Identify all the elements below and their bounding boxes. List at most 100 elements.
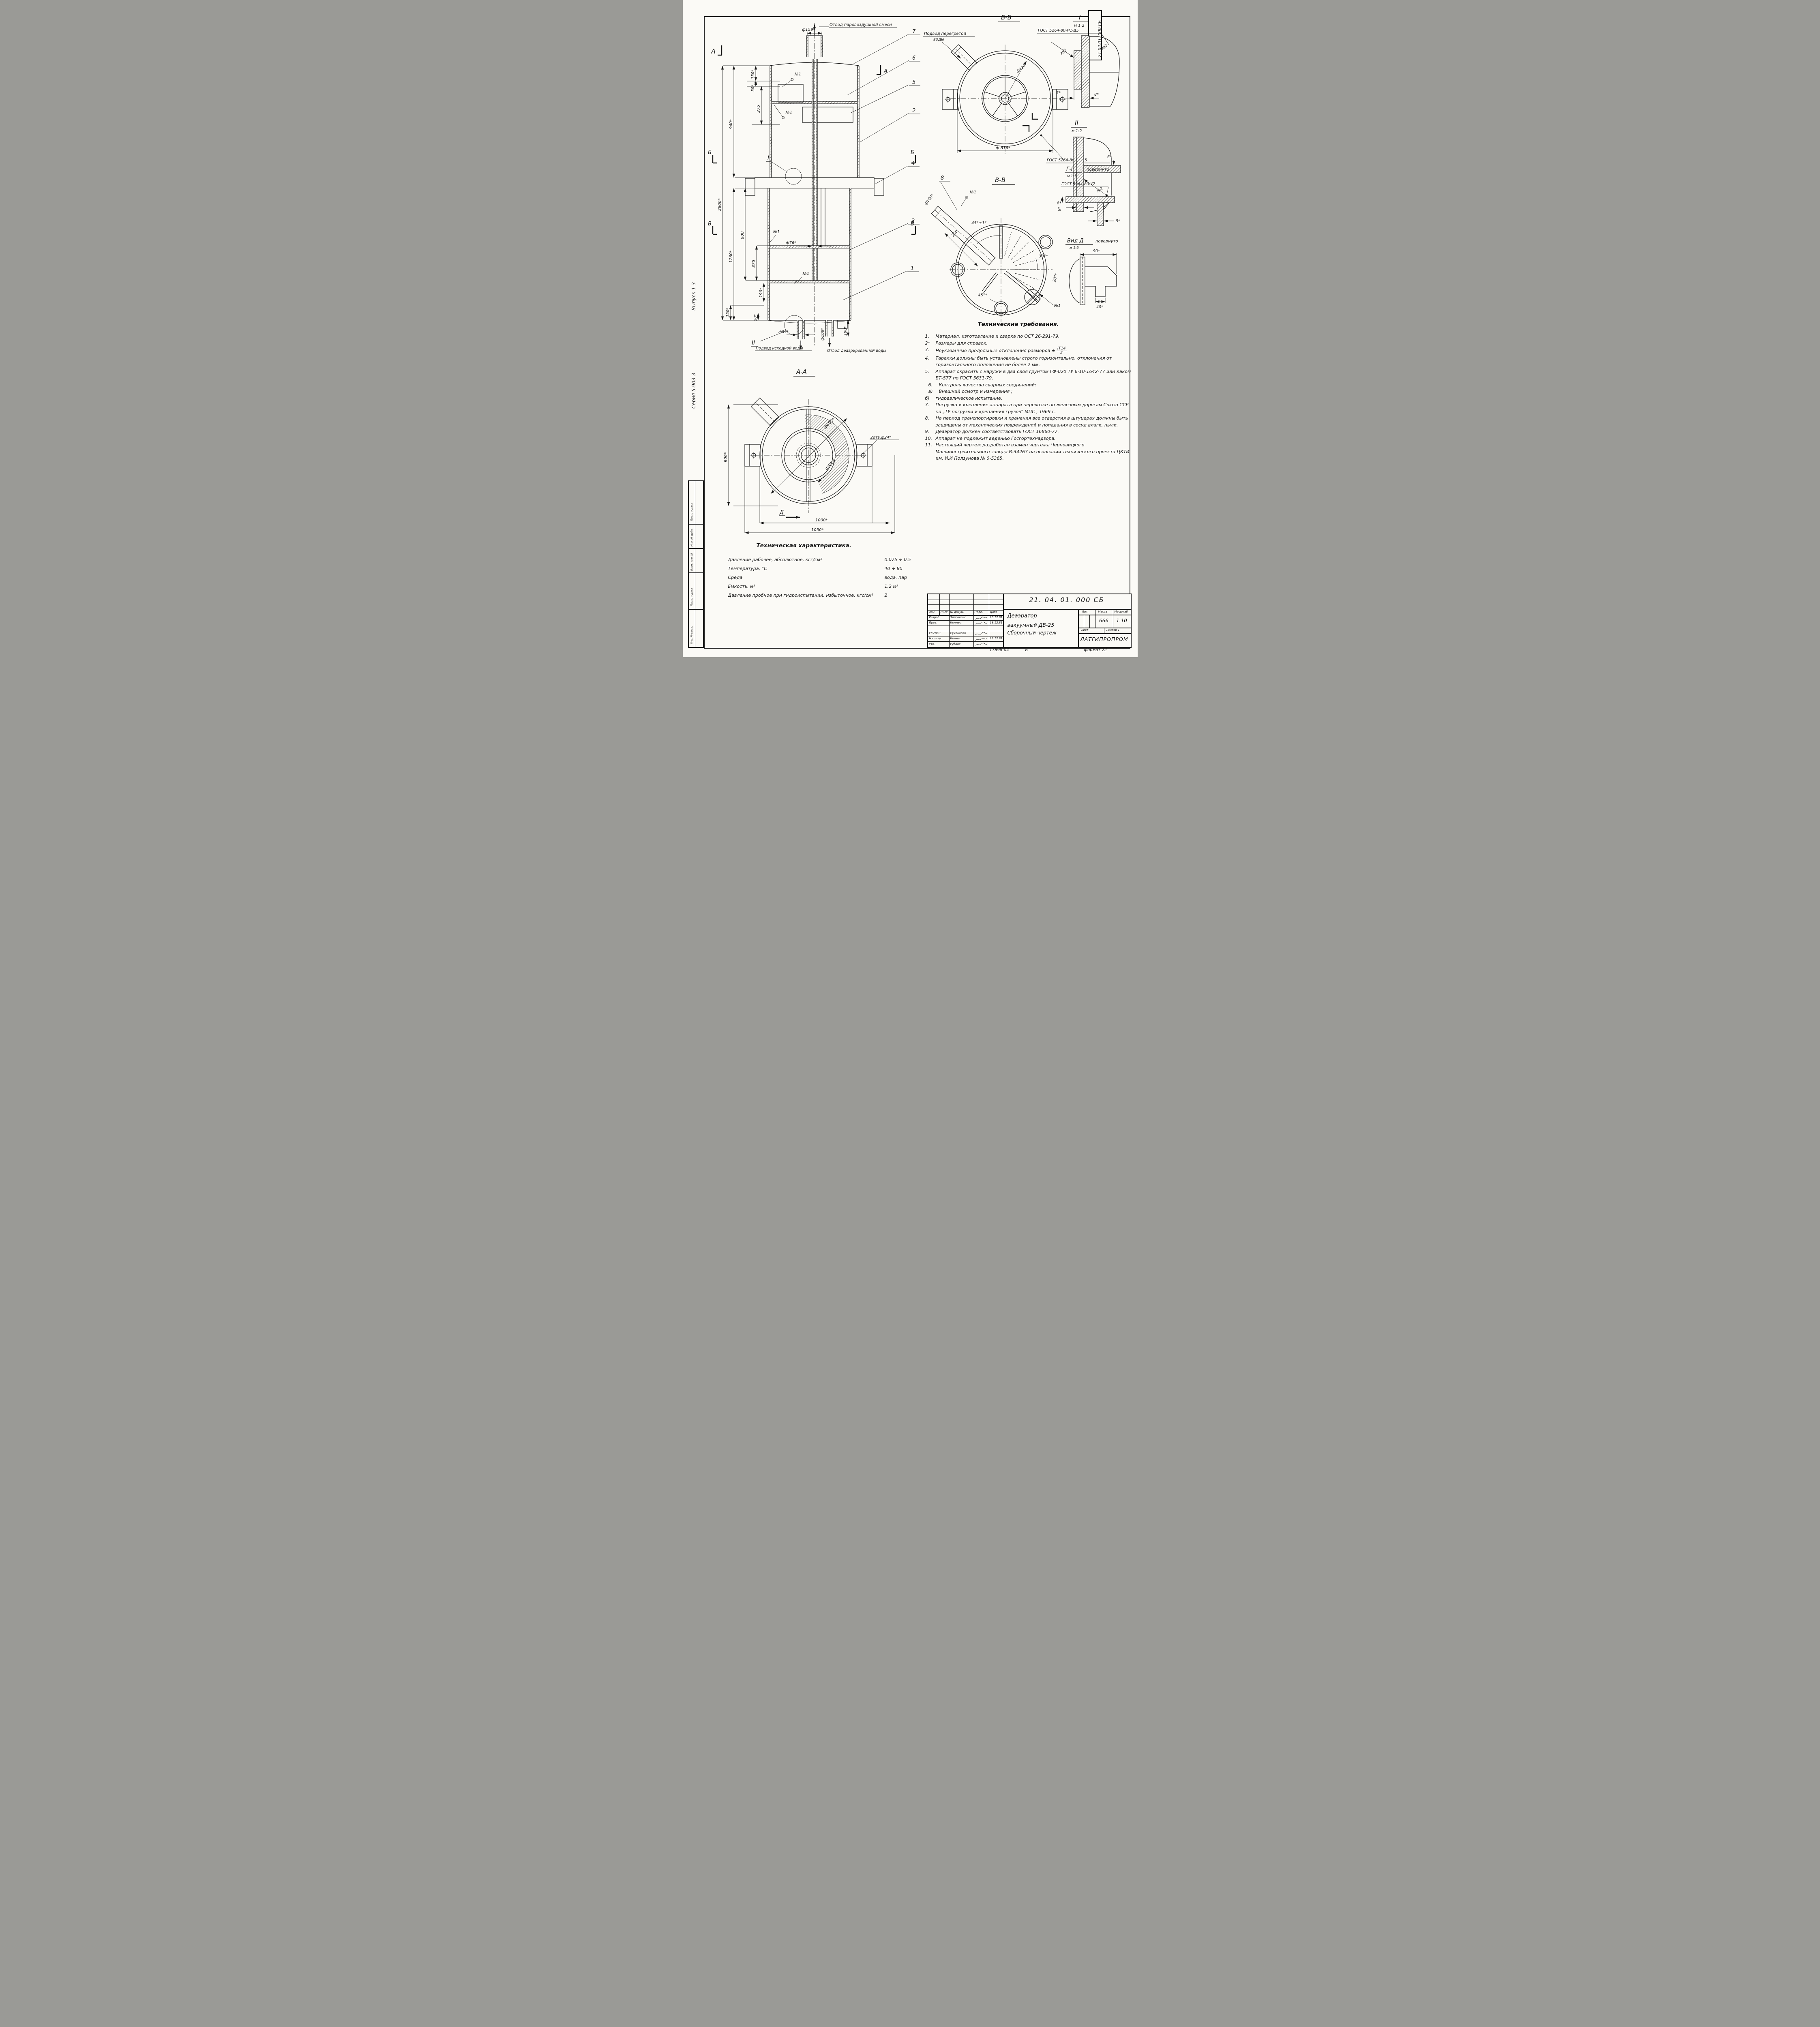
detail-i-marker: I: [767, 155, 769, 161]
footer-sheet-mark: Б: [1025, 648, 1028, 652]
dim-6: 6*: [1057, 207, 1062, 211]
series-note: Серия 5.903-3: [690, 373, 697, 409]
dim-150-top: 150*: [751, 70, 755, 79]
section-gg-view: Г-Г м 1:1 повернуто ГОСТ 5264-80-У7 6* 5…: [1057, 166, 1120, 226]
dim-200: 200: [951, 229, 959, 238]
detail-i-circle: [785, 168, 802, 185]
vapor-outlet-label: Отвод паровоздушной смеси: [830, 23, 892, 27]
main-front-view: ф159* Отвод паровоздушной смеси: [708, 23, 920, 353]
tb-col-podp: Подп.: [974, 611, 983, 614]
req-item-7: 7.Погрузка и крепление аппарата при пере…: [925, 402, 1129, 414]
tb-role: Утв.: [929, 643, 935, 646]
section-bb-view: Б-Б Подвод перегретой воды ГОСТ 5264-80-…: [923, 14, 1110, 163]
detail-i-view: I м 1:2 №2 5* 8*: [1051, 14, 1120, 108]
tb-sheet-label: Лист: [1081, 628, 1089, 632]
detail-ii-title: II: [1075, 119, 1078, 126]
view-d-rotated: повернуто: [1095, 239, 1118, 244]
dim-dia108-bottom: ф108*: [821, 328, 825, 341]
margin-field-label: Подп. и дата: [690, 503, 693, 521]
support-ear-left: [744, 178, 755, 196]
signature: [975, 632, 987, 635]
tb-mass-value: 666: [1099, 618, 1108, 624]
weld-tag-1: №1: [794, 72, 801, 77]
section-marker-a-mid: А: [883, 69, 887, 75]
callout-7: 7: [912, 29, 916, 35]
dim-1050: 1050*: [811, 528, 823, 532]
support-ear-right: [873, 178, 884, 196]
aa-trunnion-right: [856, 444, 872, 467]
vessel-shell: [744, 59, 884, 329]
tb-role: Пров.: [929, 621, 937, 624]
weld-tag-1: №1: [969, 190, 976, 195]
section-gg-scale: м 1:1: [1067, 174, 1076, 178]
dim-800: 800: [740, 231, 745, 239]
section-gg-title: Г-Г: [1066, 166, 1075, 172]
dim-50-top: 50*: [751, 85, 755, 92]
signature: [975, 643, 987, 646]
dim-50-bottom: 50*: [753, 314, 758, 321]
tb-col-list: Лист: [940, 611, 948, 614]
deaerated-water-outlet-label: Отвод деаэрированной воды: [827, 349, 886, 353]
tech-requirements: Технические требования. 1.Материал, изго…: [925, 321, 1133, 462]
section-marker-b-left: Б: [708, 150, 712, 156]
gost-weld-label-bottom: ГОСТ 5264-80-Т1-Δ5: [1047, 158, 1087, 163]
tech-characteristics: Техническая характеристика. Давление раб…: [728, 542, 922, 600]
detail-i-title: I: [1079, 14, 1081, 21]
tb-product-title-3: Сборочный чертеж: [1007, 630, 1057, 636]
section-marker-v-right: В: [911, 221, 914, 227]
req-item-4: 4.Тарелки должны быть установлены строго…: [925, 355, 1112, 368]
tb-mass-label: Масса: [1098, 610, 1107, 613]
req-item-6b: б)гидравлическое испытание.: [925, 395, 1003, 401]
doc-number-stamp-box: 21.04.01. 000 СБ: [1088, 10, 1102, 60]
bb-trunnion-right: [1052, 89, 1068, 110]
raw-water-inlet-label: Подвод исходной воды: [756, 346, 803, 351]
footer-code: 17898-04: [989, 648, 1009, 652]
dim-5: 5*: [1056, 91, 1061, 95]
bb-trunnion-left: [941, 89, 958, 110]
callout-3: 3: [911, 218, 915, 224]
req-item-3: 3.Неуказанные предельные отклонения разм…: [925, 346, 1067, 355]
margin-field-label: Подп. и дата: [690, 588, 693, 606]
weld-tag-1: №1: [785, 110, 792, 115]
shell-dome: [1069, 258, 1080, 304]
dim-2800: 2800*: [718, 199, 722, 211]
title-block: Изм. Лист № докум. Подп. Дата Разраб. Зи…: [927, 594, 1132, 648]
view-d-marker: Д: [779, 510, 784, 516]
dim-dia420: ф420*: [1015, 62, 1028, 74]
issue-note: Выпуск 1-3: [690, 282, 697, 311]
req-item-8: 8.На период транспортировки и хранения в…: [925, 416, 1128, 428]
dim-1000: 1000*: [815, 518, 827, 523]
callout-4: 4: [911, 161, 915, 167]
tb-scale-value: 1.10: [1116, 618, 1127, 624]
tb-product-title-1: Деаэратор: [1007, 613, 1037, 619]
tb-role: Н.контр.: [929, 637, 942, 640]
req-item-5: 5.Аппарат окрасить с наружи в два слоя г…: [925, 369, 1131, 381]
tb-organization: ЛАТГИПРОПРОМ: [1080, 636, 1128, 642]
margin-field-label: Инв. № дубл.: [690, 528, 693, 546]
weld-tags: №1 №1 №1 №1: [770, 72, 809, 284]
dim-100: 100*: [843, 326, 848, 336]
vv-holes: [950, 235, 1053, 316]
req-item-6: 6.Контроль качества сварных соединений:: [928, 382, 1036, 388]
tb-name: Сухоносов: [950, 632, 966, 635]
dim-90: 90*: [1093, 249, 1100, 253]
tb-role: Гл.спец: [929, 632, 941, 635]
section-aa-view: А-А 906* 1000* 1050* ф690* ф570*: [724, 368, 899, 534]
tb-name: Рубинс: [950, 643, 961, 646]
holes-label: 2отв.ф24*: [870, 435, 891, 440]
tb-doc-number: 21. 04. 01. 000 СБ: [1029, 596, 1104, 604]
dim-1260: 1260*: [729, 251, 733, 263]
drawing-sheet: 21.04.01. 000 СБ Выпуск 1-3 Серия 5.903-…: [682, 0, 1138, 657]
callout-5: 5: [912, 79, 915, 86]
tech-characteristics-title: Техническая характеристика.: [756, 542, 851, 549]
tb-date: 16.12.81: [990, 616, 1003, 619]
req-item-11: 11.Настоящий чертеж разработан взамен че…: [925, 442, 1130, 461]
footer-format: формат 22: [1084, 648, 1107, 652]
dim-8: 8*: [1057, 201, 1061, 206]
vv-inlet-pipe: [931, 206, 996, 266]
weld-tag-1b: №1: [1054, 304, 1061, 308]
